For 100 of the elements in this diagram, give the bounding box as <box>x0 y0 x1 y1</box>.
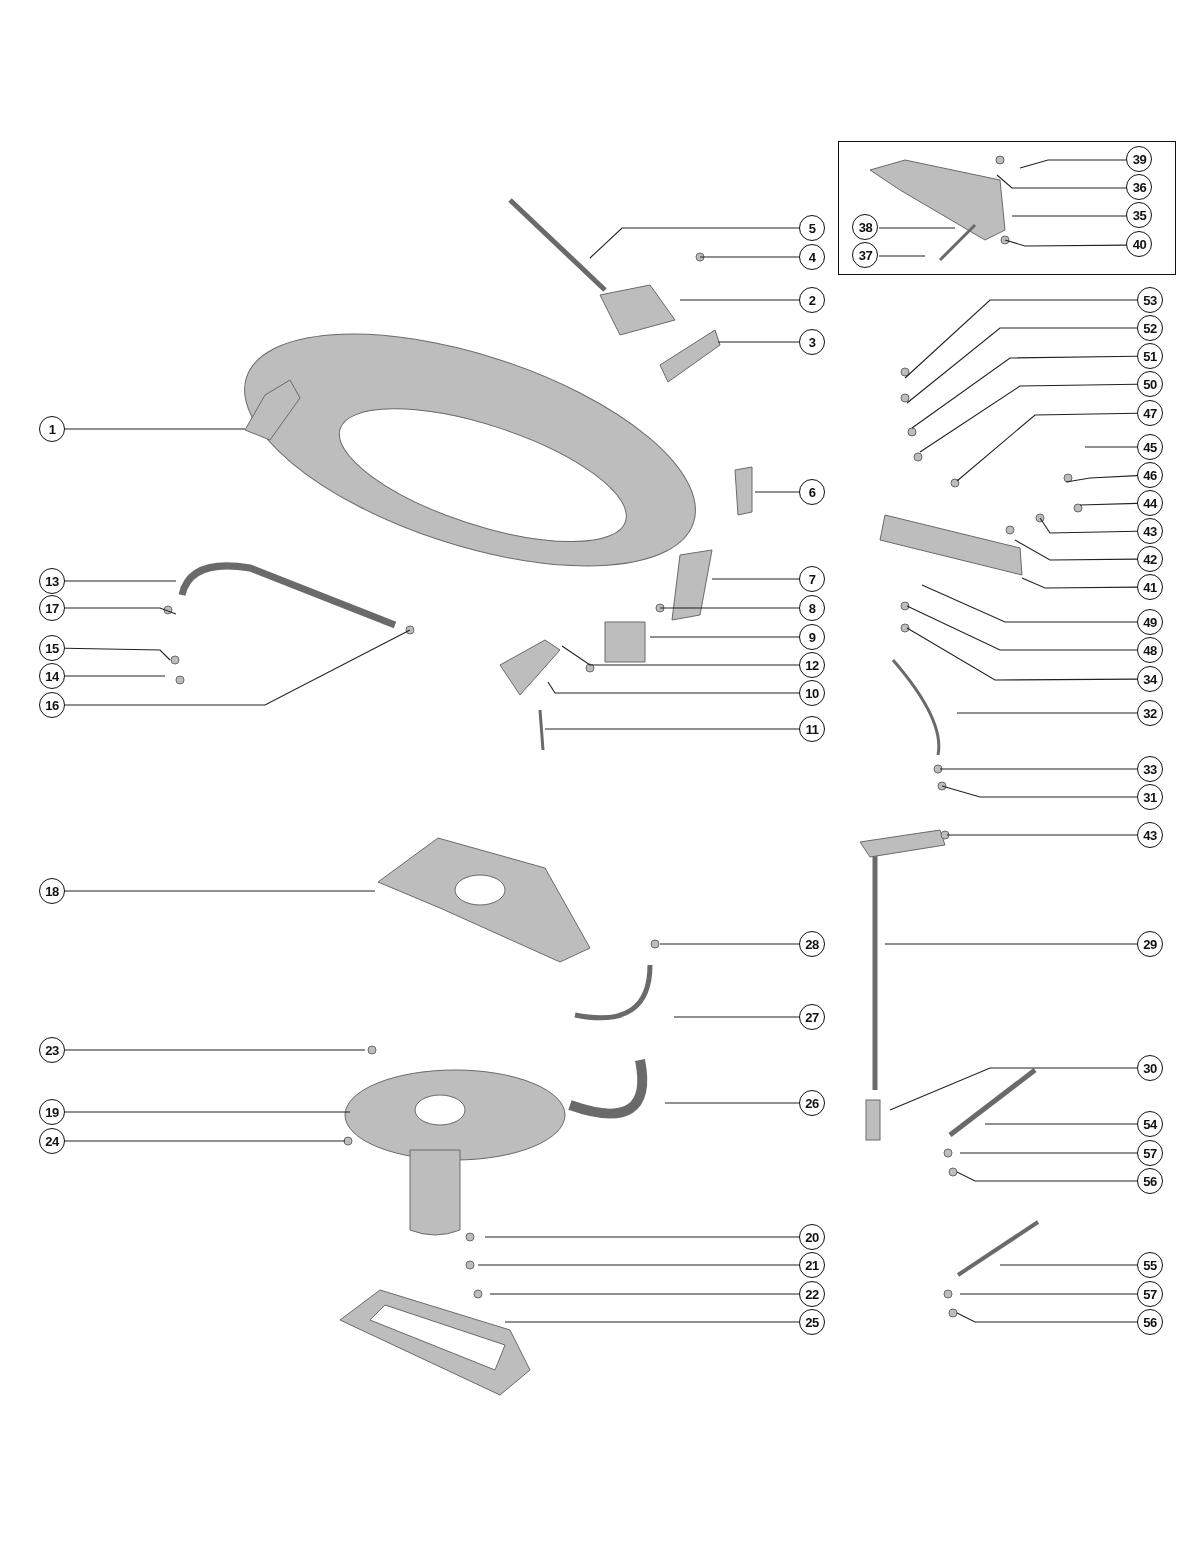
callout-number: 35 <box>1126 202 1153 229</box>
leader-line <box>679 299 800 301</box>
leader-line <box>659 607 800 609</box>
leader-line <box>956 412 1138 482</box>
callout-number: 30 <box>1137 1055 1163 1081</box>
callout-number: 19 <box>39 1099 65 1125</box>
callout-number: 56 <box>1137 1309 1163 1335</box>
callout-number: 16 <box>39 692 65 718</box>
leader-line <box>959 1293 1138 1295</box>
leader-line <box>921 584 1138 623</box>
callout-number: 53 <box>1137 287 1163 313</box>
leader-line <box>659 943 800 945</box>
callout-number: 39 <box>1126 146 1153 173</box>
callout-number: 17 <box>39 595 65 621</box>
leader-line <box>64 675 166 677</box>
callout-number: 3 <box>799 329 825 355</box>
callout-number: 44 <box>1137 490 1163 516</box>
callout-number: 11 <box>799 716 825 742</box>
callout-number: 5 <box>799 215 825 241</box>
callout-number: 20 <box>799 1224 825 1250</box>
leader-line <box>544 728 800 730</box>
leader-line <box>999 1264 1138 1266</box>
leader-line <box>711 578 800 580</box>
callout-number: 24 <box>39 1128 65 1154</box>
leader-line <box>946 834 1138 836</box>
callout-number: 22 <box>799 1281 825 1307</box>
callout-number: 21 <box>799 1252 825 1278</box>
leader-line <box>911 355 1138 429</box>
leader-line <box>64 1140 346 1142</box>
callout-number: 13 <box>39 568 65 594</box>
callout-number: 27 <box>799 1004 825 1030</box>
leader-line <box>547 681 800 694</box>
callout-number: 46 <box>1137 462 1163 488</box>
callout-number: 33 <box>1137 756 1163 782</box>
leader-line <box>904 299 1138 379</box>
callout-number: 37 <box>852 242 879 269</box>
callout-number: 57 <box>1137 1140 1163 1166</box>
callout-number: 23 <box>39 1037 65 1063</box>
callout-number: 57 <box>1137 1281 1163 1307</box>
callout-number: 6 <box>799 479 825 505</box>
callout-number: 7 <box>799 566 825 592</box>
callout-number: 43 <box>1137 822 1163 848</box>
leader-line <box>956 712 1138 714</box>
callout-number: 12 <box>799 652 825 678</box>
callout-number: 41 <box>1137 574 1163 600</box>
leader-line <box>956 1312 1138 1323</box>
callout-number: 8 <box>799 595 825 621</box>
leader-line <box>754 491 800 493</box>
callout-number: 48 <box>1137 637 1163 663</box>
leader-line <box>906 627 1138 681</box>
callout-number: 14 <box>39 663 65 689</box>
leader-line <box>884 943 1138 945</box>
leader-line <box>1004 239 1128 247</box>
callout-number: 52 <box>1137 315 1163 341</box>
callout-number: 55 <box>1137 1252 1163 1278</box>
callout-number: 43 <box>1137 518 1163 544</box>
leader-line <box>906 605 1138 651</box>
callout-number: 36 <box>1126 174 1153 201</box>
callout-number: 15 <box>39 635 65 661</box>
callout-number: 10 <box>799 680 825 706</box>
leader-line <box>889 1067 1138 1111</box>
callout-number: 45 <box>1137 434 1163 460</box>
callout-number: 25 <box>799 1309 825 1335</box>
leader-line <box>699 256 800 258</box>
callout-number: 1 <box>39 416 65 442</box>
leader-line <box>589 227 800 259</box>
callout-number: 54 <box>1137 1111 1163 1137</box>
callout-number: 47 <box>1137 400 1163 426</box>
leader-line <box>1079 502 1138 506</box>
leader-line <box>939 768 1138 770</box>
leader-line <box>504 1321 800 1323</box>
callout-number: 9 <box>799 624 825 650</box>
leader-line <box>1065 475 1138 483</box>
leader-line <box>489 1293 800 1295</box>
callout-number: 31 <box>1137 784 1163 810</box>
leader-line <box>919 383 1138 453</box>
leader-line <box>64 629 411 706</box>
leader-line <box>1019 159 1128 169</box>
leader-line <box>64 428 246 430</box>
leader-line <box>649 636 800 638</box>
leader-line <box>64 580 177 582</box>
leader-line <box>996 174 1128 189</box>
leader-line <box>64 1049 366 1051</box>
callout-number: 38 <box>852 214 879 241</box>
leader-line <box>673 1016 800 1018</box>
callout-number: 40 <box>1126 231 1153 258</box>
callout-number: 29 <box>1137 931 1163 957</box>
leader-line <box>1084 446 1138 448</box>
callout-number: 2 <box>799 287 825 313</box>
leader-line <box>484 1236 800 1238</box>
leader-line <box>878 227 956 229</box>
leader-line <box>984 1123 1138 1125</box>
callout-number: 34 <box>1137 666 1163 692</box>
leader-line <box>64 1111 351 1113</box>
leader-line <box>717 341 800 343</box>
callout-number: 56 <box>1137 1168 1163 1194</box>
inset-frame <box>838 141 1176 275</box>
leader-line <box>956 1171 1138 1182</box>
leader-line <box>941 785 1138 798</box>
leader-line <box>561 645 800 666</box>
